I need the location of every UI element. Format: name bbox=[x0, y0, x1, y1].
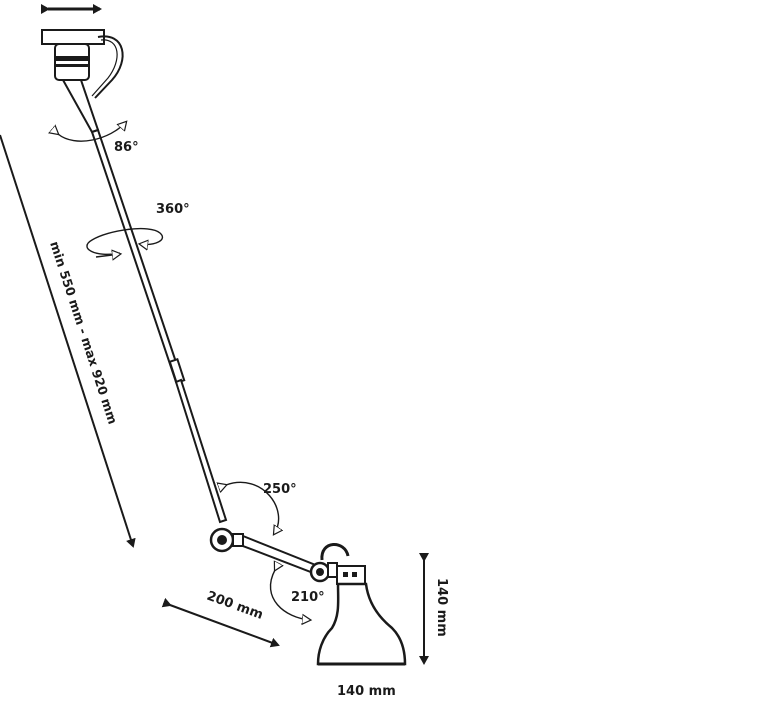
rotation-arrow bbox=[86, 227, 164, 257]
tilt-arrow bbox=[58, 122, 126, 142]
shade-joint-label: 210° bbox=[291, 590, 325, 605]
stem-length-label: min 550 mm - max 920 mm bbox=[47, 239, 120, 426]
lamp-arm bbox=[242, 534, 320, 576]
lamp-stem bbox=[61, 79, 228, 524]
rotation-label: 360° bbox=[156, 202, 190, 217]
arm-length-label: 200 mm bbox=[205, 589, 265, 623]
elbow-label: 250° bbox=[263, 482, 297, 497]
stem-length-arrow bbox=[0, 134, 136, 548]
arm-length-arrow bbox=[161, 597, 280, 648]
lamp-shade bbox=[316, 565, 407, 666]
tilt-label: 86° bbox=[114, 140, 139, 155]
shade-width-label: 140 mm bbox=[337, 684, 396, 699]
shade-joint bbox=[309, 543, 350, 583]
elbow-joint bbox=[209, 527, 244, 553]
ceiling-mount bbox=[41, 29, 124, 99]
elbow-rotation-arrow bbox=[226, 481, 279, 534]
shade-height-label: 140 mm bbox=[434, 578, 449, 637]
